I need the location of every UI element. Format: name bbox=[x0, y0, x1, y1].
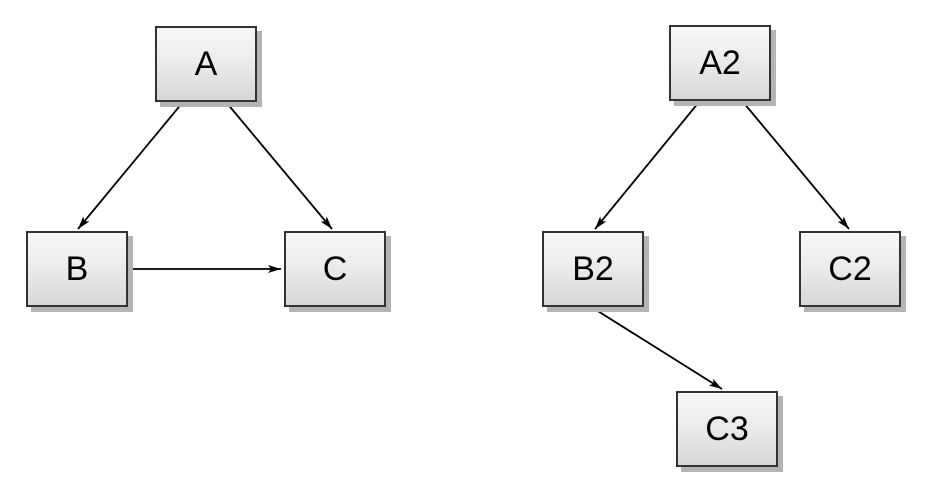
node-C2-label: C2 bbox=[828, 250, 872, 288]
edge-A-B[interactable] bbox=[77, 101, 184, 230]
node-B[interactable]: B bbox=[26, 231, 128, 307]
node-A-label: A bbox=[194, 45, 218, 83]
node-B2[interactable]: B2 bbox=[542, 231, 644, 307]
node-C-label: C bbox=[322, 250, 348, 288]
node-C2[interactable]: C2 bbox=[799, 231, 901, 307]
node-C3[interactable]: C3 bbox=[676, 391, 778, 467]
edge-A-C[interactable] bbox=[225, 101, 333, 230]
edge-A2-C2[interactable] bbox=[742, 101, 850, 230]
node-B2-label: B2 bbox=[572, 250, 614, 288]
node-C3-label: C3 bbox=[705, 410, 749, 448]
node-A2[interactable]: A2 bbox=[669, 25, 771, 101]
node-A2-label: A2 bbox=[699, 44, 741, 82]
edge-B2-C3[interactable] bbox=[592, 307, 723, 390]
node-C[interactable]: C bbox=[284, 231, 386, 307]
edge-A2-B2[interactable] bbox=[594, 101, 700, 230]
node-B-label: B bbox=[65, 250, 89, 288]
node-A[interactable]: A bbox=[155, 26, 257, 102]
